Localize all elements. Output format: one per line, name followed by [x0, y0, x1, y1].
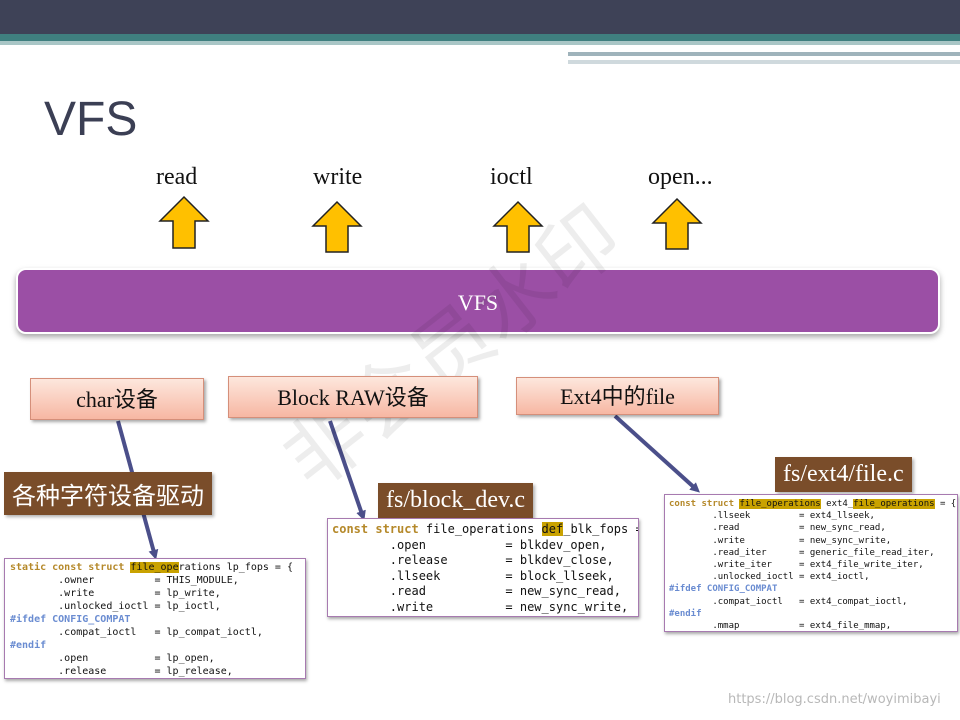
pointer-arrow-block: [328, 420, 366, 521]
header-stripe: [0, 34, 960, 41]
op-open-label: open...: [648, 164, 713, 190]
code-snippet-block: const struct file_operations def_blk_fop…: [327, 518, 639, 617]
code-line: #endif: [10, 640, 47, 651]
up-arrow-icon: [492, 200, 544, 253]
code-line: .compat_ioctl = ext4_compat_ioctl,: [669, 596, 908, 607]
code-snippet-ext4: const struct file_operations ext4_file_o…: [664, 494, 958, 632]
code-line: .open = blkdev_open,: [332, 537, 607, 552]
vfs-layer-label: VFS: [457, 290, 499, 315]
up-arrow-icon: [158, 195, 210, 249]
accent-stripe-light: [568, 60, 960, 64]
code-line: #endif: [669, 608, 702, 619]
code-line: .release = blkdev_close,: [332, 553, 614, 567]
ext4-file-box: Ext4中的file: [516, 377, 719, 415]
code-line: .read_iter = generic_file_read_iter,: [669, 547, 935, 558]
source-credit: https://blog.csdn.net/woyimibayi: [728, 692, 941, 707]
ext4-file-label: fs/ext4/file.c: [775, 457, 912, 492]
code-line: .llseek = block_llseek,: [332, 568, 614, 583]
slide-title: VFS: [44, 93, 138, 146]
op-ioctl-label: ioctl: [490, 164, 533, 190]
pointer-arrow-ext4: [613, 414, 700, 493]
up-arrow-icon: [651, 197, 703, 250]
code-line: .read = new_sync_read,: [669, 523, 886, 534]
code-line: .unlocked_ioctl = lp_ioctl,: [10, 601, 221, 612]
code-line: .write = new_sync_write,: [332, 599, 629, 614]
code-line: .unlocked_ioctl = ext4_ioctl,: [669, 572, 870, 583]
vfs-layer-bar: VFS: [16, 268, 940, 334]
op-read-label: read: [156, 164, 198, 190]
code-line: #ifdef CONFIG_COMPAT: [669, 584, 778, 595]
block-raw-device-box: Block RAW设备: [228, 376, 478, 418]
code-line: .compat_ioctl = lp_compat_ioctl,: [10, 627, 263, 638]
header-bar: [0, 0, 960, 34]
code-line: .owner = THIS_MODULE,: [10, 575, 239, 586]
code-line: .read = new_sync_read,: [332, 584, 621, 598]
code-line: .open = lp_open,: [10, 653, 215, 664]
code-line: #ifdef CONFIG_COMPAT: [10, 614, 131, 625]
header-stripe-light: [0, 41, 960, 45]
accent-stripe: [568, 52, 960, 56]
code-line: .llseek = ext4_llseek,: [669, 511, 875, 522]
code-line: const struct file_operations def_blk_fop…: [332, 522, 638, 536]
code-line: .mmap = ext4_file_mmap,: [669, 621, 892, 632]
code-line: .write = new_sync_write,: [669, 535, 892, 546]
up-arrow-icon: [311, 200, 363, 253]
block-dev-file-label: fs/block_dev.c: [378, 483, 534, 518]
char-device-box: char设备: [30, 378, 204, 420]
op-write-label: write: [313, 164, 363, 190]
code-line: .write = lp_write,: [10, 588, 221, 599]
code-line: .release = lp_release,: [10, 666, 233, 677]
code-line: const struct file_operations ext4_file_o…: [669, 499, 957, 509]
code-line: .write_iter = ext4_file_write_iter,: [669, 560, 924, 571]
code-snippet-char: static const struct file_operations lp_f…: [4, 558, 306, 679]
code-line: static const struct file_operations lp_f…: [10, 562, 293, 573]
char-drivers-label: 各种字符设备驱动: [4, 472, 212, 515]
